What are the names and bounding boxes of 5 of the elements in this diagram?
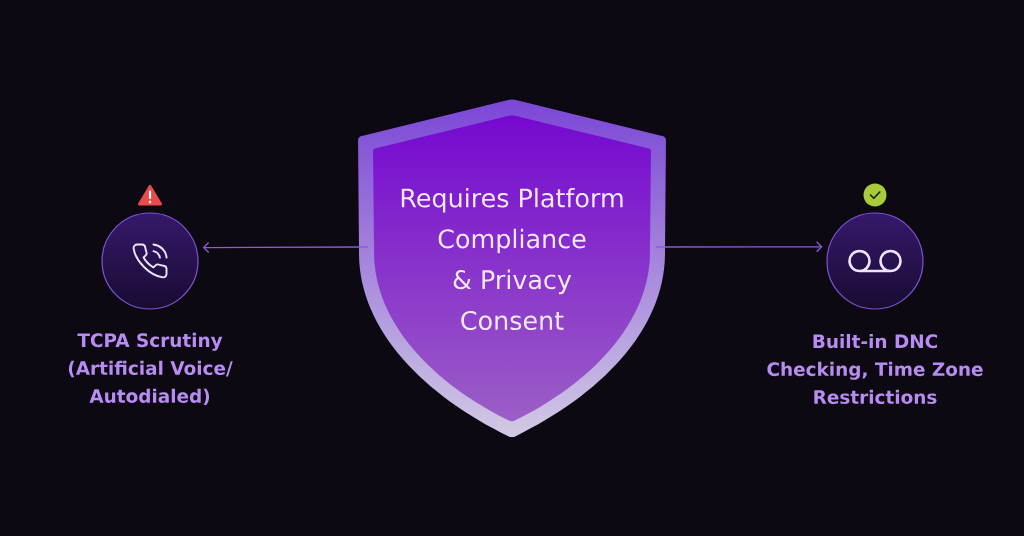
node-label: Built-in DNC Checking, Time Zone Restrictions xyxy=(767,333,983,404)
shield: Requires Platform Compliance & Privacy Consent xyxy=(401,187,623,331)
arrow xyxy=(202,241,369,254)
arrow xyxy=(655,241,823,253)
node-label: TCPA Scrutiny (Artificial Voice/ Autodialed) xyxy=(68,332,233,406)
